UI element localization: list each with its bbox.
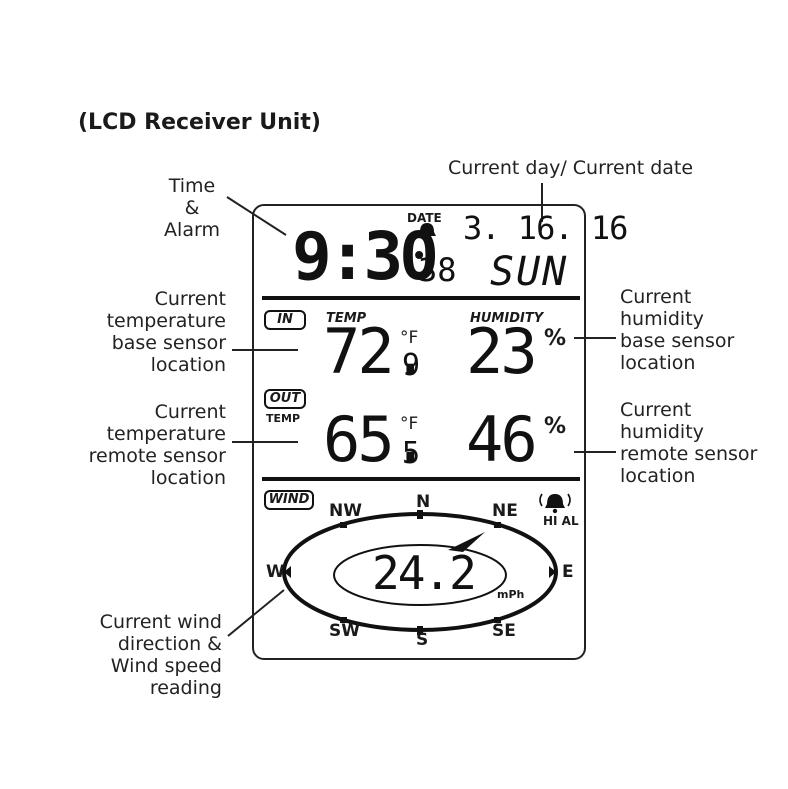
diagram-title: (LCD Receiver Unit) [78, 110, 321, 135]
compass-tick-ne [494, 522, 501, 528]
outdoor-label: OUT [264, 389, 306, 409]
lcd-screen [252, 204, 586, 660]
callout-line: temperature [106, 423, 226, 445]
compass-label-se: SE [492, 621, 516, 641]
wind-alarm-label: HI AL [543, 514, 579, 528]
divider-bar [262, 477, 580, 481]
callout-line: Current [154, 401, 226, 423]
compass-tick-se [494, 617, 501, 623]
callout-day-date: Current day/ Current date [448, 157, 694, 179]
indoor-humidity-unit: % [544, 326, 567, 351]
compass-label-w: W [266, 562, 285, 582]
callout-line: location [620, 465, 696, 487]
compass-label-sw: SW [329, 621, 360, 641]
leader-line-time [226, 196, 287, 236]
callout-line: humidity [620, 308, 704, 330]
wind-label: WIND [264, 490, 314, 510]
compass-tick-nw [340, 522, 347, 528]
wind-speed-window [333, 544, 507, 606]
indoor-humidity-value: 23 [466, 315, 538, 388]
indoor-temp-unit: °F [400, 328, 419, 348]
outdoor-temp-label: TEMP [266, 412, 301, 425]
indoor-label: IN [264, 310, 306, 330]
leader-line-wind [227, 589, 285, 637]
callout-line: reading [149, 677, 222, 699]
indoor-temp-label: TEMP [326, 311, 367, 326]
callout-line: base sensor [620, 330, 735, 352]
callout-line: Current [154, 288, 226, 310]
callout-line: remote sensor [88, 445, 226, 467]
date-label: DATE [407, 211, 442, 225]
outdoor-temp-value: 65. [323, 403, 429, 476]
divider-bar [262, 296, 580, 300]
outdoor-temp-unit: °F [400, 414, 419, 434]
compass-label-nw: NW [329, 501, 362, 521]
seconds-display: 38 [418, 251, 457, 289]
callout-line: humidity [620, 421, 704, 443]
callout-line: direction & [117, 633, 222, 655]
wind-direction-pointer [448, 532, 485, 552]
compass-tick-e [549, 566, 556, 578]
callout-temp-remote: Current temperature remote sensor locati… [40, 401, 226, 489]
callout-line: temperature [106, 310, 226, 332]
compass-label-ne: NE [492, 501, 518, 521]
bell-icon [539, 493, 571, 514]
callout-time-alarm: Time & Alarm [150, 175, 234, 241]
outdoor-humidity-value: 46 [466, 403, 538, 476]
callout-line: Time [168, 175, 216, 197]
bell-icon [418, 223, 436, 241]
compass-label-s: S [416, 630, 429, 650]
day-display: SUN [490, 249, 569, 295]
callout-line: Current [620, 286, 692, 308]
callout-humidity-base: Current humidity base sensor location [620, 286, 734, 374]
callout-line: remote sensor [620, 443, 758, 465]
compass-label-e: E [562, 562, 574, 582]
callout-line: Alarm [164, 219, 220, 241]
callout-temp-base: Current temperature base sensor location [60, 288, 226, 376]
time-display: 9:30 [292, 218, 439, 295]
outdoor-temp-decimal: 5 [402, 436, 421, 471]
indoor-temp-value: 72. [323, 315, 429, 388]
callout-humidity-remote: Current humidity remote sensor location [620, 399, 757, 487]
wind-speed-unit: mPh [497, 588, 525, 601]
compass-tick-w [284, 566, 291, 578]
callout-line: Current wind [99, 611, 222, 633]
compass-tick-n [417, 510, 423, 519]
compass-tick-s [417, 626, 423, 635]
callout-wind: Current wind direction & Wind speed read… [60, 611, 222, 699]
compass-label-n: N [416, 492, 431, 512]
date-display: 3. 16. 16 [463, 209, 628, 247]
callout-line: Current [620, 399, 692, 421]
compass-tick-sw [340, 617, 347, 623]
indoor-temp-decimal: 9 [402, 348, 421, 383]
callout-line: base sensor [111, 332, 226, 354]
outdoor-humidity-unit: % [544, 414, 567, 439]
callout-line: location [150, 467, 226, 489]
callout-line: & [184, 197, 200, 219]
callout-line: Wind speed [110, 655, 222, 677]
wind-speed-value: 24.2 [372, 546, 477, 600]
callout-line: location [620, 352, 696, 374]
indoor-humidity-label: HUMIDITY [470, 311, 544, 326]
callout-line: location [150, 354, 226, 376]
